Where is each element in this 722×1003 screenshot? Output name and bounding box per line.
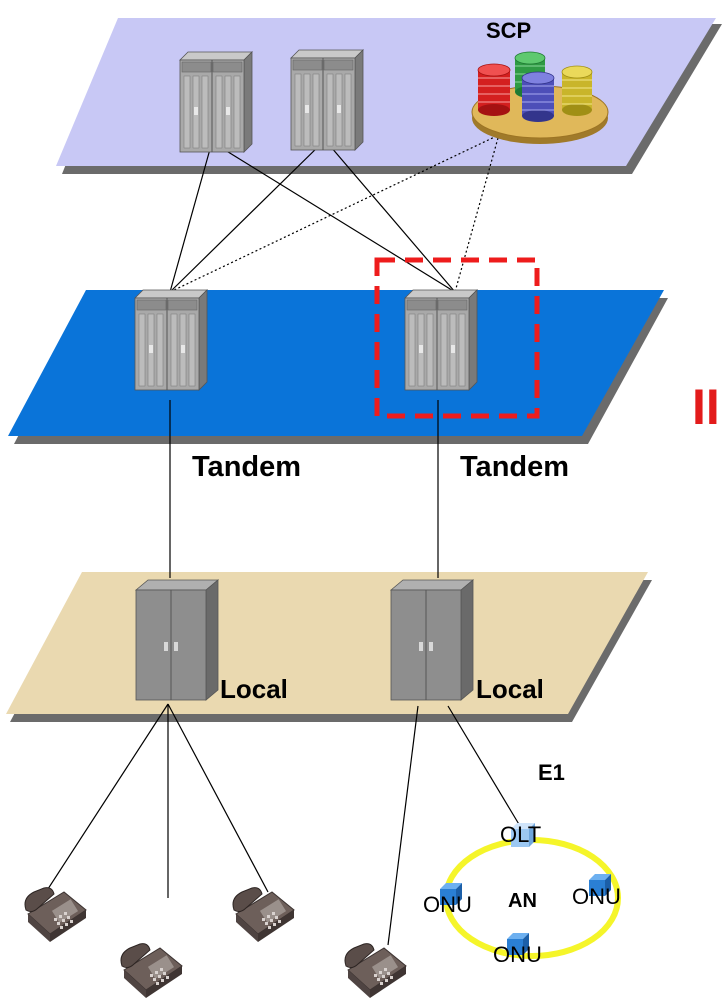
olt-label: OLT xyxy=(500,822,541,847)
telephone-icon xyxy=(120,943,183,999)
subscriber-lines xyxy=(45,703,521,946)
local-left-label: Local xyxy=(220,674,288,704)
telephone-icon xyxy=(232,887,295,943)
e1-label: E1 xyxy=(538,760,565,785)
tandem-left-label: Tandem xyxy=(192,451,301,483)
telephone-icon xyxy=(24,887,87,943)
side-mark: II xyxy=(692,379,720,435)
signaling-lines xyxy=(169,131,506,293)
cabinet-icon xyxy=(390,579,474,701)
tandem-plane xyxy=(8,290,668,444)
switch-rack-icon xyxy=(404,289,478,391)
switch-rack-icon xyxy=(134,289,208,391)
highlight-box xyxy=(374,257,540,419)
switch-rack-icon xyxy=(179,51,253,153)
onu-bottom-label: ONU xyxy=(493,942,542,967)
database-disks-icon xyxy=(471,51,609,144)
trunk-lines xyxy=(169,139,456,578)
onu-right-label: ONU xyxy=(572,884,621,909)
onu-left-label: ONU xyxy=(423,892,472,917)
switch-rack-icon xyxy=(290,49,364,151)
local-plane xyxy=(6,572,652,722)
local-right-label: Local xyxy=(476,674,544,704)
tandem-right-label: Tandem xyxy=(460,451,569,483)
cabinet-icon xyxy=(135,579,219,701)
telephone-icon xyxy=(344,943,407,999)
scp-label: SCP xyxy=(486,18,531,43)
scp-plane xyxy=(56,18,722,174)
an-label: AN xyxy=(508,890,537,912)
